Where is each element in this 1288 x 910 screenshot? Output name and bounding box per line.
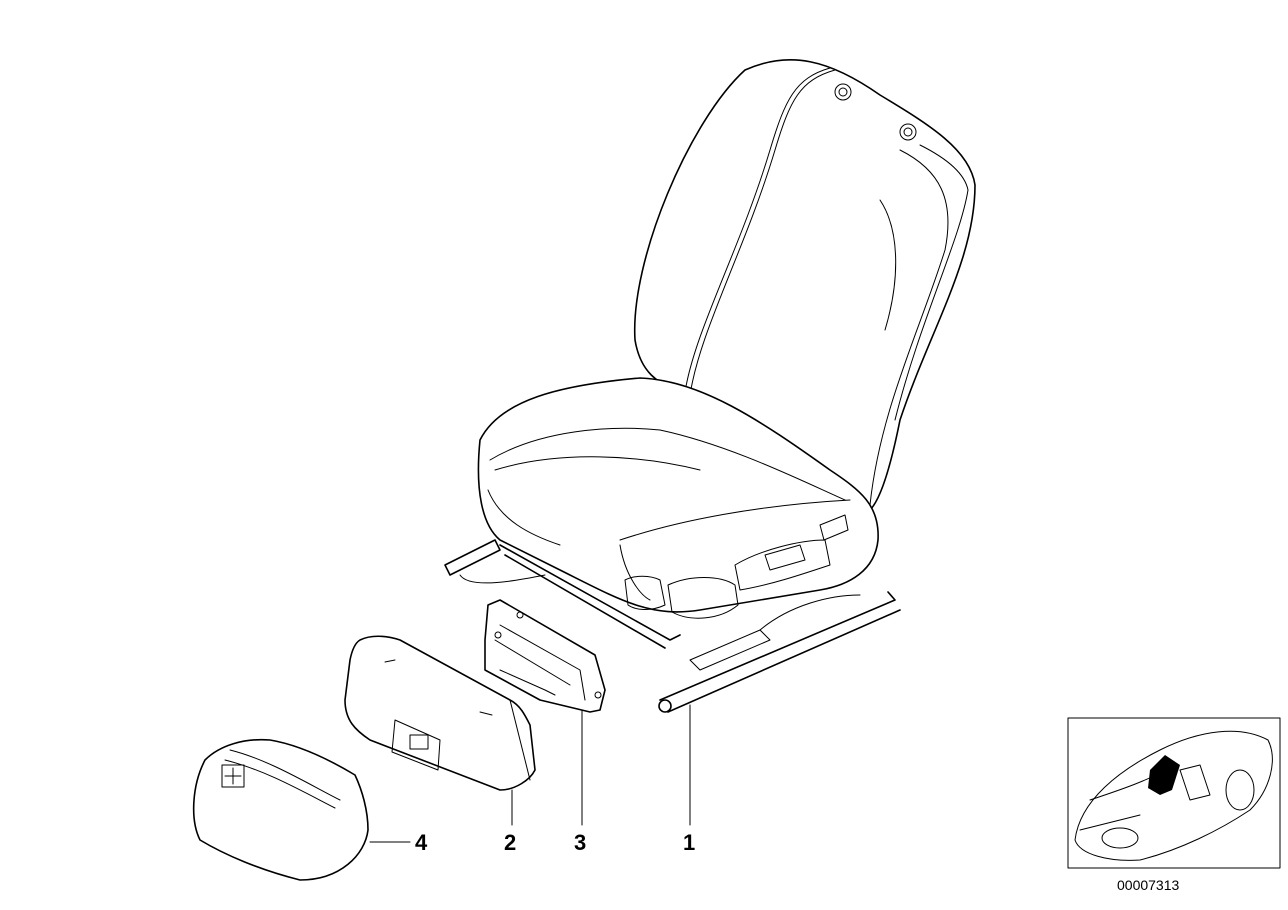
seat-assembly [444,59,976,713]
vehicle-locator-thumbnail [1067,717,1281,869]
callout-label-3: 3 [574,830,586,855]
callout-label-1: 1 [683,830,695,855]
diagram-reference-number: 00007313 [1117,877,1180,893]
callout-label-4: 4 [415,830,428,855]
thumbnail-frame [1067,717,1281,869]
bracket-part [484,599,606,713]
callout-leaders [369,704,691,843]
callout-label-2: 2 [504,830,516,855]
seat-highlight-icon [1148,755,1180,795]
cushion-pad-part [192,738,369,881]
control-housing-part [344,635,536,791]
